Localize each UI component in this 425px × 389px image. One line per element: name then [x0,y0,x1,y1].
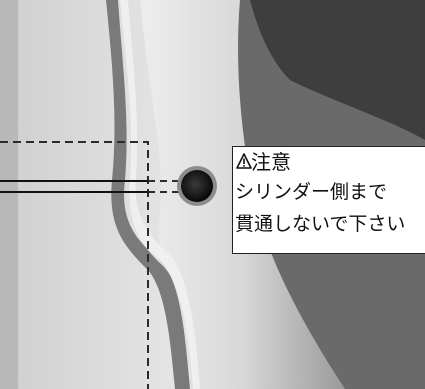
guide-line-dashed [148,180,180,193]
caution-box: 注意 シリンダー側まで 貫通しないで下さい [232,146,425,254]
warning-triangle-icon [236,153,252,169]
groove [106,0,190,389]
background-dark-area [250,0,425,140]
caution-line-2: 貫通しないで下さい [235,213,406,235]
drilled-hole [181,170,213,202]
dashed-region-outline [0,141,149,389]
left-edge [0,0,18,389]
caution-title: 注意 [251,150,291,174]
caution-line-1: シリンダー側まで [235,181,388,203]
groove-highlight [120,0,200,389]
